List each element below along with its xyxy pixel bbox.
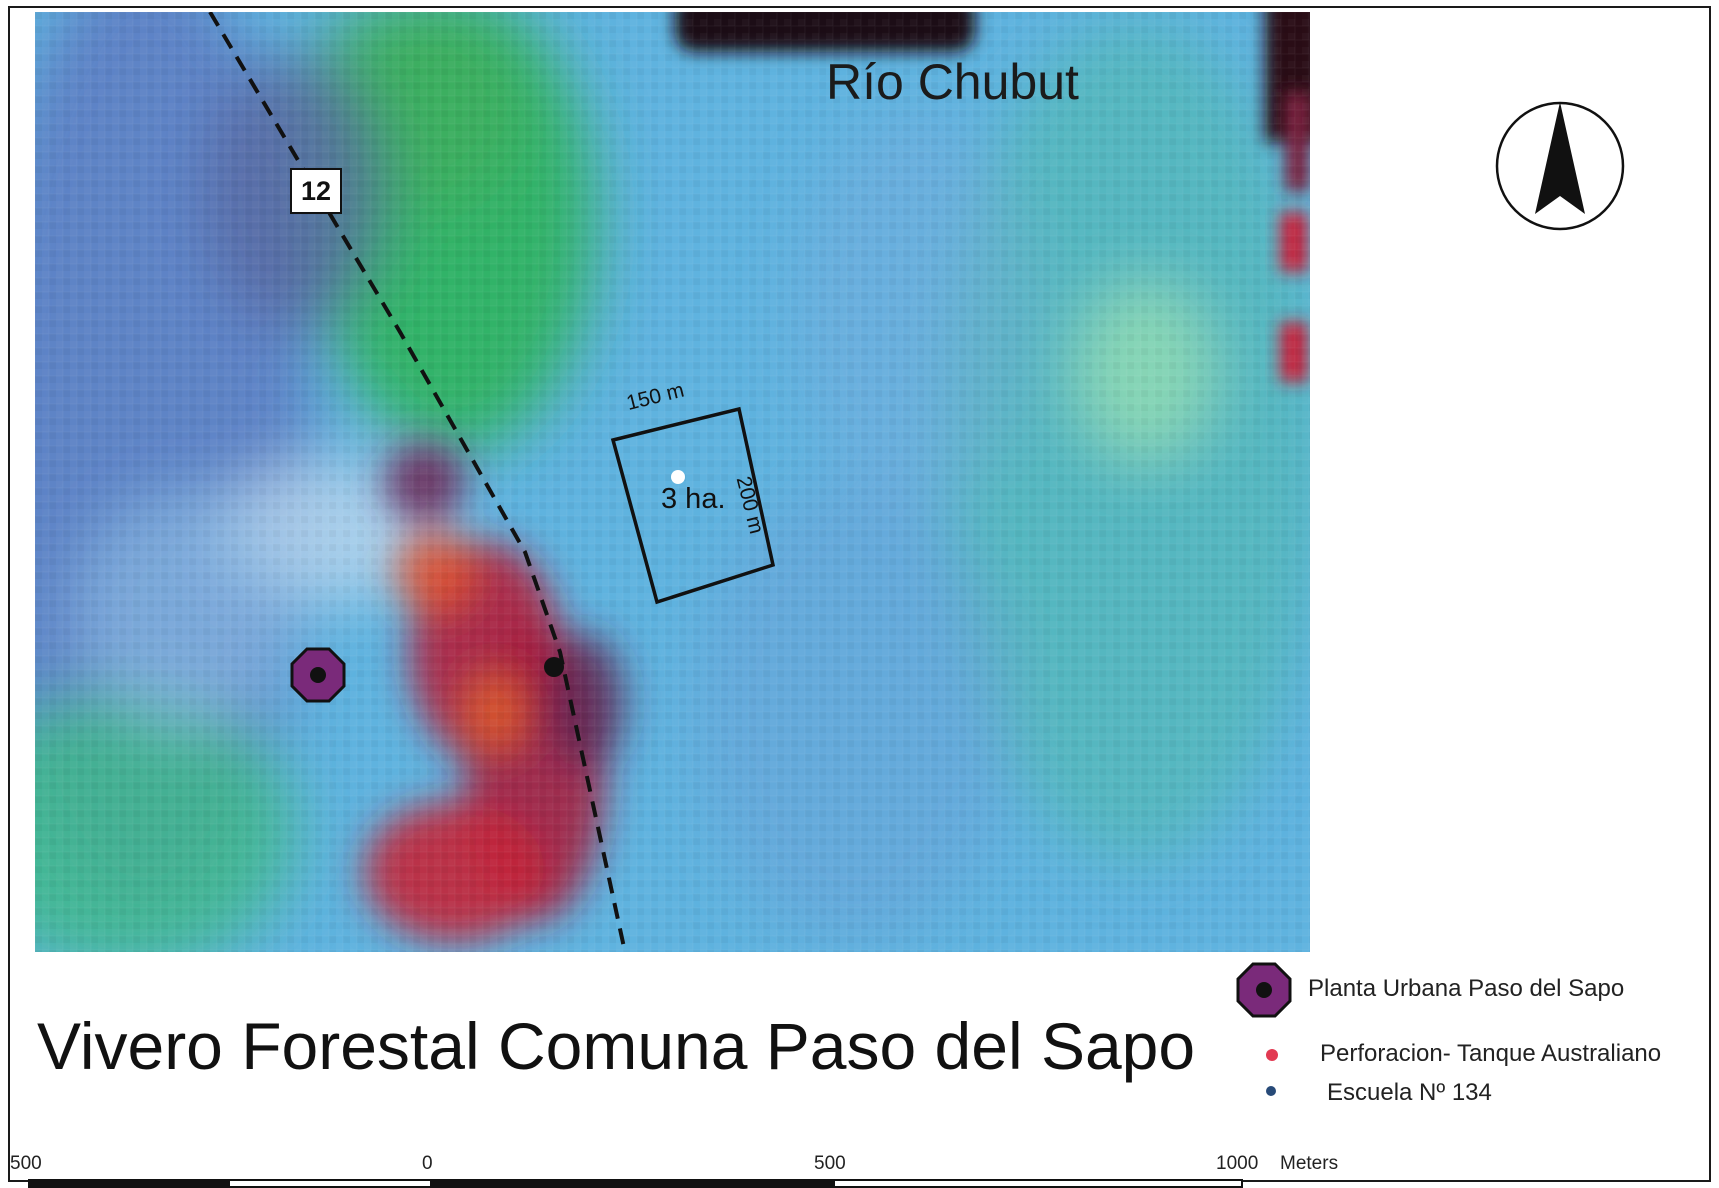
legend-label-well-tank: Perforacion- Tanque Australiano — [1320, 1040, 1662, 1067]
urban-plant-marker — [290, 647, 346, 703]
plot-boundary — [610, 406, 776, 605]
scale-tick-label: 500 — [10, 1153, 42, 1174]
satellite-imagery — [35, 12, 1310, 952]
red-dot-icon — [1264, 1047, 1280, 1068]
scale-tick-label: 0 — [422, 1153, 433, 1174]
map-title: Vivero Forestal Comuna Paso del Sapo — [37, 1009, 1196, 1083]
scale-tick-label: 500 — [814, 1153, 846, 1174]
river-label: Río Chubut — [826, 54, 1079, 110]
plot-center-point — [671, 470, 685, 484]
legend-label-school: Escuela Nº 134 — [1327, 1079, 1492, 1106]
satellite-map[interactable] — [35, 12, 1310, 952]
scale-bar — [28, 1179, 1243, 1188]
north-arrow-icon — [1490, 96, 1630, 241]
scale-tick-label: 1000 — [1216, 1153, 1259, 1174]
blue-dot-icon — [1264, 1084, 1278, 1103]
octagon-marker-icon — [1236, 962, 1292, 1023]
plot-area-label: 3 ha. — [661, 483, 726, 515]
scale-unit-label: Meters — [1280, 1153, 1339, 1174]
route-12-road — [208, 12, 627, 952]
legend-label-urban-plant: Planta Urbana Paso del Sapo — [1308, 975, 1625, 1002]
route-shield: 12 — [290, 168, 342, 214]
school-marker — [544, 657, 564, 677]
